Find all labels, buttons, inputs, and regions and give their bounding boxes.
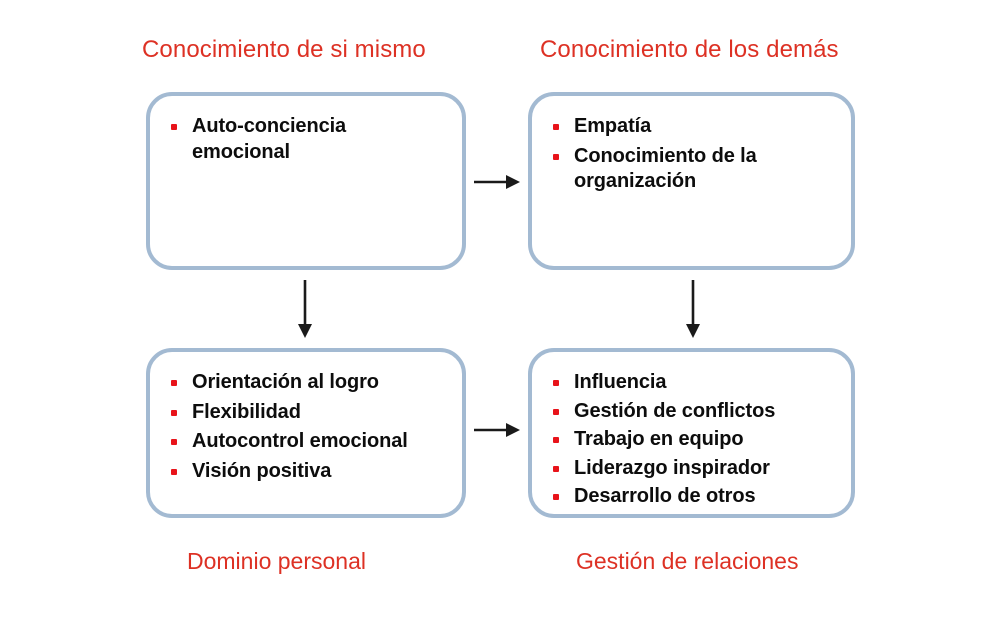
list-item-label: Autocontrol emocional	[192, 430, 408, 453]
quadrant-box-relationship-management: Influencia Gestión de conflictos Trabajo…	[528, 348, 855, 518]
bullet-icon	[553, 380, 559, 386]
arrow-right-icon-top	[474, 172, 522, 192]
quadrant-box-social-awareness: Empatía Conocimiento de la organización	[528, 92, 855, 270]
list-item-label: Conocimiento de la organización	[574, 144, 757, 193]
bullet-icon	[553, 408, 559, 415]
list-item-label: Trabajo en equipo	[574, 428, 744, 451]
column-title-social-awareness: Conocimiento de los demás	[540, 36, 839, 63]
bullet-icon	[553, 124, 559, 130]
bullet-icon	[171, 124, 177, 130]
list-item-label: Influencia	[574, 371, 667, 393]
list-item: Desarrollo de otros	[550, 484, 835, 510]
competency-list-self-awareness: Auto-conciencia emocional	[168, 114, 446, 165]
caption-relationship-management: Gestión de relaciones	[576, 548, 799, 574]
arrow-down-icon-right	[683, 280, 703, 340]
list-item: Auto-conciencia emocional	[168, 114, 446, 165]
bullet-icon	[553, 437, 559, 444]
list-item: Trabajo en equipo	[550, 427, 835, 453]
list-item-label: Empatía	[574, 115, 652, 137]
column-title-self-awareness: Conocimiento de si mismo	[142, 36, 426, 63]
bullet-icon	[171, 380, 177, 386]
list-item-label: Flexibilidad	[192, 400, 301, 423]
list-item: Orientación al logro	[168, 370, 446, 396]
list-item: Influencia	[550, 370, 835, 396]
bullet-icon	[553, 494, 559, 501]
list-item-label: Desarrollo de otros	[574, 485, 756, 508]
list-item-label: Gestión de conflictos	[574, 399, 776, 422]
list-item-label: Orientación al logro	[192, 371, 379, 393]
list-item: Visión positiva	[168, 459, 446, 485]
list-item: Autocontrol emocional	[168, 429, 446, 455]
competency-list-self-management: Orientación al logro Flexibilidad Autoco…	[168, 370, 446, 484]
list-item: Gestión de conflictos	[550, 399, 835, 425]
bullet-icon	[171, 409, 177, 416]
list-item-label: Auto-conciencia emocional	[192, 115, 347, 163]
caption-self-management: Dominio personal	[187, 548, 366, 574]
list-item: Liderazgo inspirador	[550, 456, 835, 482]
quadrant-box-self-awareness: Auto-conciencia emocional	[146, 92, 466, 270]
bullet-icon	[553, 153, 559, 160]
quadrant-box-self-management: Orientación al logro Flexibilidad Autoco…	[146, 348, 466, 518]
list-item: Empatía	[550, 114, 835, 140]
list-item: Flexibilidad	[168, 400, 446, 426]
arrow-down-icon-left	[295, 280, 315, 340]
list-item-label: Liderazgo inspirador	[574, 456, 770, 479]
bullet-icon	[171, 468, 177, 475]
competency-list-social-awareness: Empatía Conocimiento de la organización	[550, 114, 835, 195]
list-item-label: Visión positiva	[192, 459, 332, 482]
bullet-icon	[553, 465, 559, 472]
arrow-right-icon-bottom	[474, 420, 522, 440]
bullet-icon	[171, 439, 177, 446]
competency-list-relationship-management: Influencia Gestión de conflictos Trabajo…	[550, 370, 835, 510]
list-item: Conocimiento de la organización	[550, 144, 835, 195]
